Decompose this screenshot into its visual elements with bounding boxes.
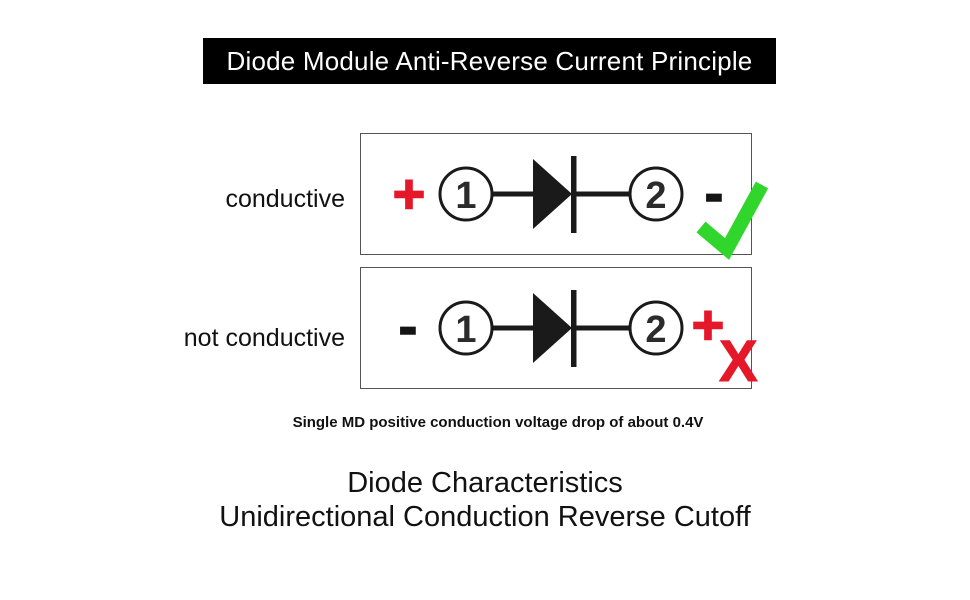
diode-cathode-bar [571,156,577,233]
plus-icon: + [393,162,426,225]
minus-icon: - [705,161,724,224]
check-icon [696,181,769,260]
diode-anode-triangle [533,159,572,229]
terminal-circle-2 [628,300,684,356]
minus-icon: - [399,294,418,357]
x-icon: X [719,329,759,394]
footer-line-1: Diode Characteristics [347,467,623,499]
circuit-box-reverse: - 1 2 + [360,267,752,389]
diode-cathode-bar [571,290,577,367]
diode-circuit-reverse: - 1 2 + [398,290,725,367]
diode-anode-triangle [533,293,572,363]
caption-text: Single MD positive conduction voltage dr… [292,414,704,431]
row-label-not-conductive: not conductive [183,324,345,352]
footer-line-2: Unidirectional Conduction Reverse Cutoff [219,501,751,533]
title-text: Diode Module Anti-Reverse Current Princi… [226,45,753,76]
row-label-conductive: conductive [225,185,345,213]
terminal-circle-2 [628,166,684,222]
footer-title: Diode Characteristics Unidirectional Con… [0,466,970,534]
terminal-2-label: 2 [645,175,666,217]
terminal-1-label: 1 [455,175,476,217]
title-banner: Diode Module Anti-Reverse Current Princi… [203,38,776,84]
terminal-1-label: 1 [455,309,476,351]
terminal-2-label: 2 [645,309,666,351]
diode-circuit-forward: + 1 2 - [392,156,724,233]
plus-icon: + [692,293,725,356]
circuit-box-conductive: + 1 2 - [360,133,752,255]
